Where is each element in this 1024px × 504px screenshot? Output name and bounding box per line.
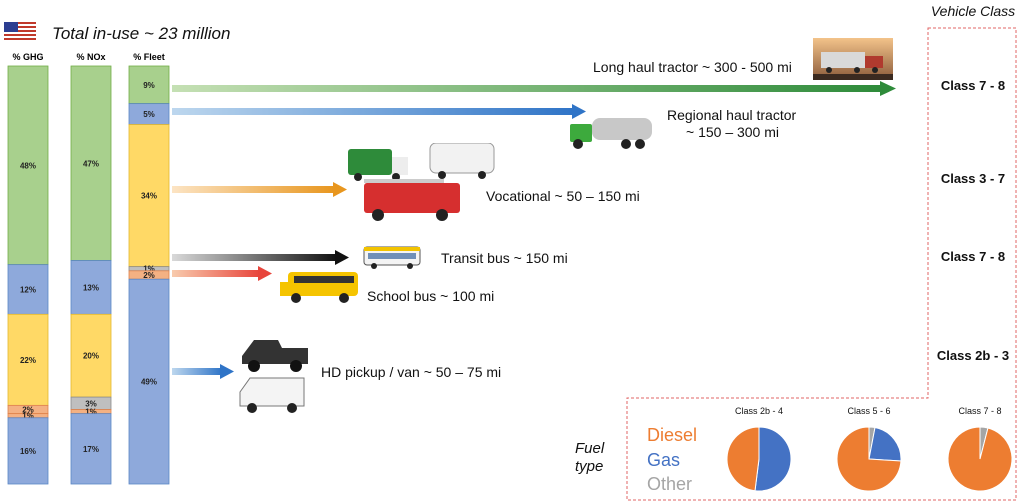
us-flag-icon bbox=[4, 22, 36, 40]
route-label-pickup-van: HD pickup / van ~ 50 – 75 mi bbox=[321, 364, 502, 380]
bar-header: % NOx bbox=[76, 52, 105, 62]
bar-data-label: 34% bbox=[141, 192, 157, 201]
bar-data-label: 17% bbox=[83, 445, 99, 454]
school-bus-icon bbox=[280, 272, 358, 303]
vocational-trucks-icon bbox=[348, 143, 495, 221]
arrow-transit-bus bbox=[172, 250, 349, 265]
pie-slice-diesel bbox=[836, 426, 902, 492]
bar-data-label: 49% bbox=[141, 378, 157, 387]
fuel-type-header: Fuel type bbox=[575, 440, 605, 475]
bar-data-label: 1% bbox=[85, 408, 97, 417]
bar-segment bbox=[128, 278, 170, 485]
arrow-vocational bbox=[172, 182, 347, 197]
route-label-transit-bus: Transit bus ~ 150 mi bbox=[441, 250, 568, 266]
bar-data-label: 3% bbox=[85, 399, 97, 408]
bar-data-label: 20% bbox=[83, 352, 99, 361]
transit-bus-icon bbox=[363, 246, 421, 269]
bar-header: % GHG bbox=[12, 52, 43, 62]
bar-segment bbox=[7, 65, 49, 266]
pie-slice-diesel bbox=[726, 426, 760, 492]
bar-data-label: 1% bbox=[22, 412, 34, 421]
long-haul-truck-icon bbox=[813, 38, 893, 80]
pie-title-class-5-6: Class 5 - 6 bbox=[847, 406, 891, 416]
bar-data-label: 2% bbox=[143, 271, 155, 280]
arrow-pickup-van bbox=[172, 364, 234, 379]
class-label-vocational: Class 3 - 7 bbox=[940, 171, 1006, 186]
bar-data-label: 1% bbox=[143, 265, 155, 274]
bar-data-label: 12% bbox=[20, 285, 36, 294]
route-label-long-haul: Long haul tractor ~ 300 - 500 mi bbox=[593, 59, 792, 75]
pie-title-class-7-8: Class 7 - 8 bbox=[958, 406, 1002, 416]
bar-data-label: 5% bbox=[143, 110, 155, 119]
class-label-long-haul: Class 7 - 8 bbox=[940, 78, 1006, 93]
bar-segment bbox=[70, 65, 112, 261]
page-title: Total in-use ~ 23 million bbox=[52, 24, 231, 43]
regional-tractor-icon bbox=[570, 118, 652, 149]
bar-segment bbox=[70, 260, 112, 315]
legend-other: Other bbox=[647, 474, 693, 494]
bar-segment bbox=[7, 264, 49, 315]
bar-data-label: 13% bbox=[83, 283, 99, 292]
bar-segment bbox=[7, 313, 49, 406]
bar-segment bbox=[128, 124, 170, 268]
vehicle-class-header: Vehicle Class bbox=[930, 3, 1016, 19]
arrow-regional-haul bbox=[172, 104, 586, 119]
route-label-regional-range: ~ 150 – 300 mi bbox=[686, 124, 780, 140]
bar-data-label: 2% bbox=[22, 406, 34, 415]
pickup-van-icon bbox=[239, 340, 308, 413]
route-label-school-bus: School bus ~ 100 mi bbox=[367, 288, 495, 304]
bar-segment bbox=[70, 413, 112, 485]
pie-slice-gas bbox=[868, 426, 902, 462]
bar-segment bbox=[7, 417, 49, 485]
pie-title-class-2b-4: Class 2b - 4 bbox=[734, 406, 784, 416]
legend-diesel: Diesel bbox=[647, 425, 698, 445]
pie-slice-diesel bbox=[947, 426, 1013, 492]
bar-data-label: 48% bbox=[20, 161, 36, 170]
legend-gas: Gas bbox=[647, 450, 681, 470]
bar-data-label: 9% bbox=[143, 81, 155, 90]
pie-slice-gas bbox=[754, 426, 792, 492]
bar-header: % Fleet bbox=[133, 52, 165, 62]
bar-segment bbox=[70, 313, 112, 398]
bar-data-label: 16% bbox=[20, 447, 36, 456]
route-label-regional-haul: Regional haul tractor bbox=[667, 107, 797, 123]
arrow-school-bus bbox=[172, 266, 272, 281]
class-label-bus: Class 7 - 8 bbox=[940, 249, 1006, 264]
bar-data-label: 47% bbox=[83, 159, 99, 168]
route-label-vocational: Vocational ~ 50 – 150 mi bbox=[486, 188, 640, 204]
bar-data-label: 22% bbox=[20, 356, 36, 365]
arrow-long-haul bbox=[172, 81, 896, 96]
bar-segment bbox=[128, 65, 170, 105]
class-label-pickup: Class 2b - 3 bbox=[936, 348, 1010, 363]
